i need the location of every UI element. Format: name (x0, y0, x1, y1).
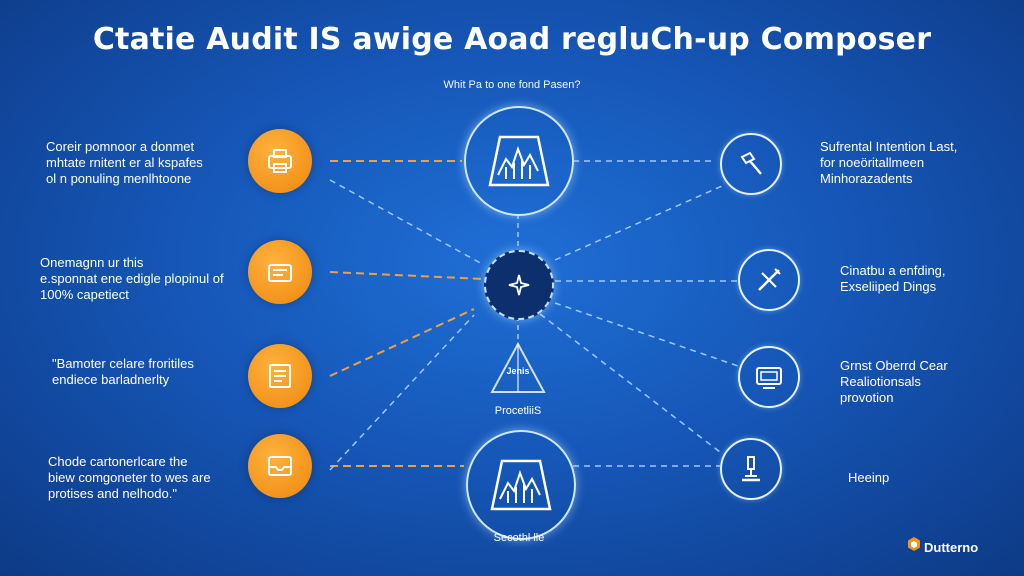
center-node-2[interactable] (484, 250, 554, 320)
right-node-4[interactable] (720, 438, 782, 500)
center-node-3-inner-label: Jenis (506, 366, 530, 376)
center-node-4[interactable] (466, 430, 576, 540)
left-item-3-text: "Bamoter celare froritiles endiece barla… (52, 356, 194, 387)
tent-icon (490, 341, 546, 393)
brand-name: Dutterno (924, 540, 979, 555)
hammer-icon (740, 151, 762, 175)
center-node-1[interactable] (464, 106, 574, 216)
printer-icon (268, 149, 292, 173)
sparkle-icon (508, 274, 530, 296)
left-item-4-text: Chode cartonerlcare the biew comgoneter … (48, 454, 211, 501)
right-node-2[interactable] (738, 249, 800, 311)
inbox-icon (268, 456, 292, 476)
hexagon-logo-icon (908, 537, 920, 551)
microscope-icon (742, 456, 760, 482)
center-node-4-caption: Secothl lle (493, 532, 545, 544)
center-node-3-caption: ProcetliiS (494, 405, 542, 417)
chart-frame-icon (490, 459, 552, 511)
right-node-3[interactable] (738, 346, 800, 408)
pen-cross-icon (758, 268, 781, 291)
right-node-1[interactable] (720, 133, 782, 195)
right-item-3-text: Grnst Oberrd Cear Realiotionsals provoti… (840, 358, 948, 405)
document-icon (269, 364, 291, 388)
page-subtitle: Whit Pa to one fond Pasen? (443, 79, 581, 91)
left-item-2-text: Onemagnn ur this e.sponnat ene edigle pl… (40, 255, 224, 302)
left-node-3[interactable] (248, 344, 312, 408)
left-item-1-text: Coreir pomnoor a donmet mhtate rnitent e… (46, 139, 203, 186)
right-item-1-text: Sufrental Intention Last, for noeöritall… (820, 139, 958, 186)
right-item-4-text: Heeinp (848, 470, 890, 485)
left-node-4[interactable] (248, 434, 312, 498)
right-item-2-text: Cinatbu a enfding, Exseliiped Dings (840, 263, 946, 294)
chart-frame-icon (488, 135, 550, 187)
left-node-2[interactable] (248, 240, 312, 304)
page-title: Ctatie Audit IS awige Aoad regluCh-up Co… (92, 22, 932, 57)
tray-icon (268, 264, 292, 282)
left-node-1[interactable] (248, 129, 312, 193)
monitor-icon (756, 367, 782, 389)
